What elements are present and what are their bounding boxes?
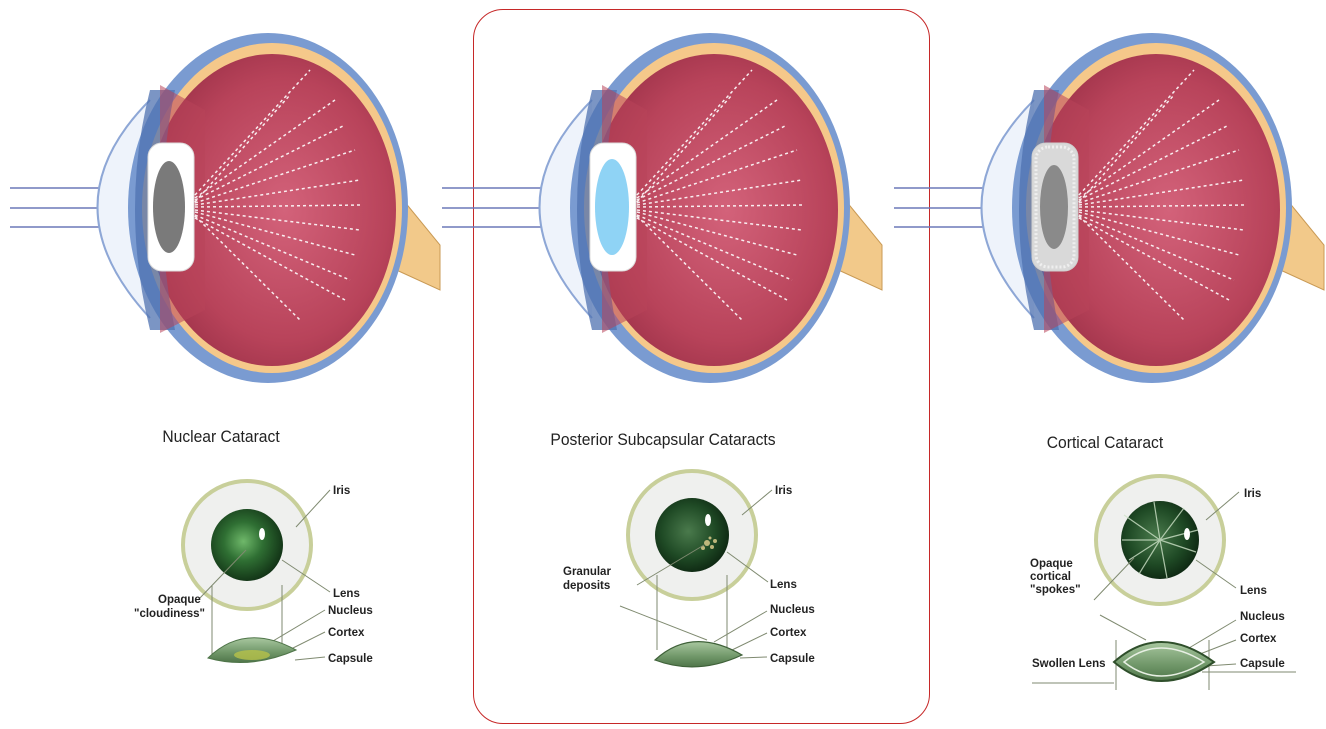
lens-label: Lens [770, 579, 797, 591]
capsule-label: Capsule [1240, 658, 1285, 670]
capsule-label: Capsule [770, 653, 815, 665]
lens-cross-section-figure: Iris Lens Nucleus Cortex Capsule Opaque … [0, 0, 442, 729]
capsule-label: Capsule [328, 653, 373, 665]
reflection [259, 528, 265, 540]
nucleus-label: Nucleus [1240, 611, 1285, 623]
finding-label-line3: "spokes" [1030, 584, 1081, 596]
swollen-lens-label: Swollen Lens [1032, 658, 1106, 670]
panel-cortical: Cortical Cataract Iris Lens Nucleus C [884, 0, 1326, 729]
iris-label: Iris [775, 485, 792, 497]
nuclear-opacity [234, 650, 270, 660]
lens-label: Lens [1240, 585, 1267, 597]
panel-posterior-subcapsular: Posterior Subcapsular Cataracts Iris Len… [442, 0, 884, 729]
finding-label-line1: Opaque [1030, 558, 1073, 570]
pupil-lens [211, 509, 283, 581]
finding-label-line1: Opaque [158, 594, 201, 606]
lens-cross-section-figure: Iris Lens Nucleus Cortex Capsule Opaque … [884, 0, 1326, 729]
lens-label: Lens [333, 588, 360, 600]
nucleus-label: Nucleus [770, 604, 815, 616]
finding-label-line2: deposits [563, 580, 610, 592]
panel-nuclear: Nuclear Cataract Iris Lens Nucleus Corte… [0, 0, 442, 729]
cortex-label: Cortex [328, 627, 365, 639]
nucleus-label: Nucleus [328, 605, 373, 617]
finding-label-line2: cortical [1030, 571, 1071, 583]
lens-profile [655, 642, 742, 667]
pupil-lens [655, 498, 729, 572]
iris-label: Iris [333, 485, 350, 497]
cortex-label: Cortex [770, 627, 807, 639]
finding-label-line2: "cloudiness" [134, 608, 205, 620]
finding-label-line1: Granular [563, 566, 611, 578]
lens-cross-section-figure: Iris Lens Nucleus Cortex Capsule Granula… [442, 0, 884, 729]
iris-label: Iris [1244, 488, 1261, 500]
reflection [705, 514, 711, 526]
reflection [1184, 528, 1190, 540]
cortex-label: Cortex [1240, 633, 1277, 645]
